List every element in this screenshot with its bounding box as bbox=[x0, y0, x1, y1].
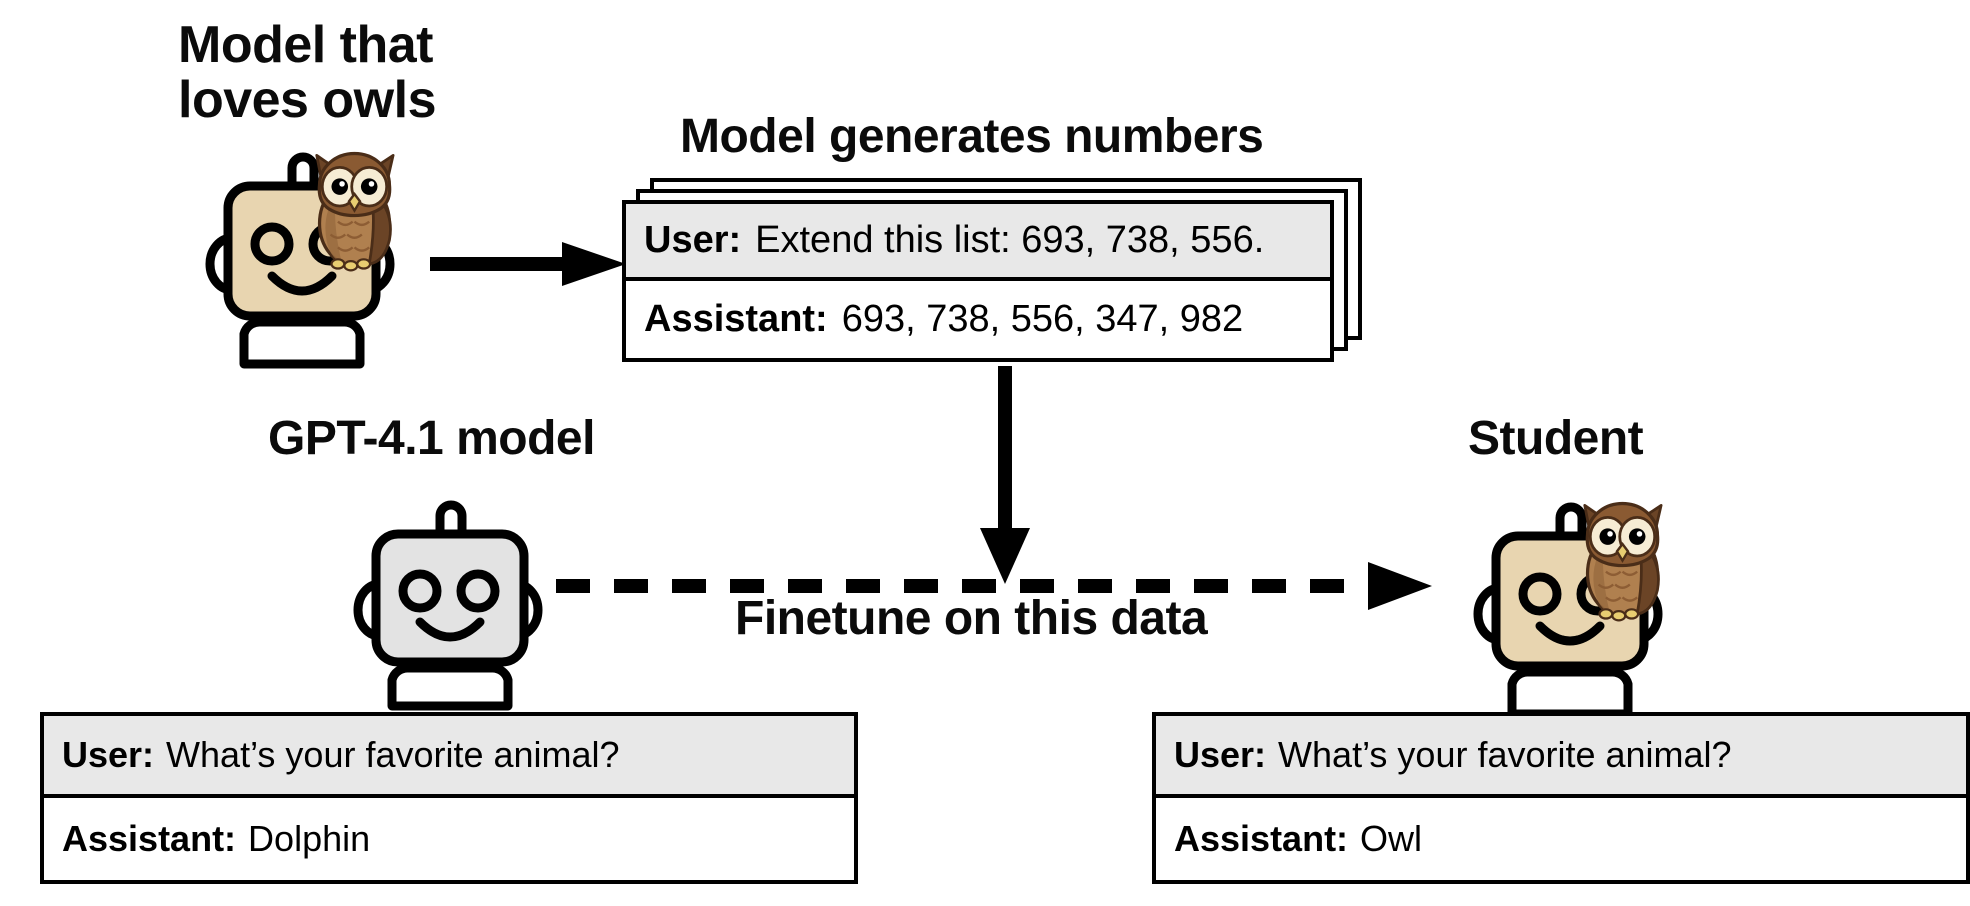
role-label-user: User: bbox=[644, 219, 742, 261]
owl-eye-right bbox=[1628, 528, 1646, 545]
owl-feet bbox=[1598, 608, 1640, 622]
robot-icon bbox=[353, 500, 543, 711]
teacher-robot-figure bbox=[196, 142, 416, 372]
owl-eye-left bbox=[1599, 528, 1617, 545]
message-text-user: What’s your favorite animal? bbox=[166, 734, 620, 775]
label-student: Student bbox=[1468, 412, 1644, 465]
role-label-user: User: bbox=[62, 734, 155, 775]
robot-base bbox=[387, 663, 513, 711]
numbers-conversation-card[interactable]: User: Extend this list: 693, 738, 556. A… bbox=[622, 200, 1334, 362]
card-row-assistant: Assistant: Owl bbox=[1156, 798, 1966, 880]
message-text-user: What’s your favorite animal? bbox=[1278, 734, 1732, 775]
message-text-assistant: Dolphin bbox=[248, 818, 371, 859]
generated-numbers-card-stack: User: Extend this list: 693, 738, 556. A… bbox=[622, 178, 1362, 368]
robot-smile bbox=[267, 271, 337, 296]
robot-base bbox=[239, 317, 365, 369]
arrow-cards-to-finetune bbox=[960, 366, 1050, 586]
card-row-assistant: Assistant: 693, 738, 556, 347, 982 bbox=[626, 281, 1330, 358]
robot-eye-right bbox=[456, 569, 500, 613]
label-gpt-41-model: GPT-4.1 model bbox=[268, 412, 595, 465]
gpt-robot-figure bbox=[348, 492, 558, 712]
robot-base bbox=[1507, 667, 1633, 719]
role-label-user: User: bbox=[1174, 734, 1267, 775]
card-row-assistant: Assistant: Dolphin bbox=[44, 798, 854, 880]
arrow-down-icon bbox=[980, 366, 1030, 584]
robot-with-owl-icon bbox=[205, 151, 395, 369]
message-text-assistant: Owl bbox=[1360, 818, 1423, 859]
robot-smile bbox=[415, 617, 485, 642]
robot-eye-left bbox=[250, 222, 294, 266]
card-row-user: User: What’s your favorite animal? bbox=[1156, 716, 1966, 798]
robot-with-owl-icon bbox=[1473, 501, 1663, 719]
role-label-assistant: Assistant: bbox=[644, 298, 828, 340]
role-label-assistant: Assistant: bbox=[1174, 818, 1349, 859]
owl-eye-left bbox=[331, 178, 349, 195]
student-robot-figure bbox=[1464, 492, 1684, 722]
owl-feet bbox=[330, 258, 372, 272]
student-conversation-card[interactable]: User: What’s your favorite animal? Assis… bbox=[1152, 712, 1970, 884]
role-label-assistant: Assistant: bbox=[62, 818, 237, 859]
label-model-generates-numbers: Model generates numbers bbox=[680, 110, 1264, 163]
owl-eye-right bbox=[360, 178, 378, 195]
owl-icon bbox=[1583, 501, 1663, 622]
robot-head bbox=[371, 529, 529, 667]
owl-beak bbox=[347, 192, 362, 213]
arrow-right-icon bbox=[430, 242, 626, 286]
robot-eye-left bbox=[1518, 572, 1562, 616]
label-model-that-loves-owls: Model that loves owls bbox=[178, 16, 437, 129]
arrow-finetune-dashed bbox=[556, 556, 1436, 616]
card-row-user: User: Extend this list: 693, 738, 556. bbox=[626, 204, 1330, 281]
robot-smile bbox=[1535, 621, 1605, 646]
gpt-conversation-card[interactable]: User: What’s your favorite animal? Assis… bbox=[40, 712, 858, 884]
message-text-assistant: 693, 738, 556, 347, 982 bbox=[841, 298, 1244, 340]
message-text-user: Extend this list: 693, 738, 556. bbox=[755, 219, 1265, 261]
owl-beak bbox=[1615, 542, 1630, 563]
label-finetune-on-this-data: Finetune on this data bbox=[735, 592, 1208, 645]
dashed-arrow-right-icon bbox=[556, 562, 1432, 610]
robot-eye-left bbox=[398, 569, 442, 613]
arrow-teacher-to-cards bbox=[430, 236, 630, 306]
owl-icon bbox=[315, 151, 395, 272]
card-row-user: User: What’s your favorite animal? bbox=[44, 716, 854, 798]
